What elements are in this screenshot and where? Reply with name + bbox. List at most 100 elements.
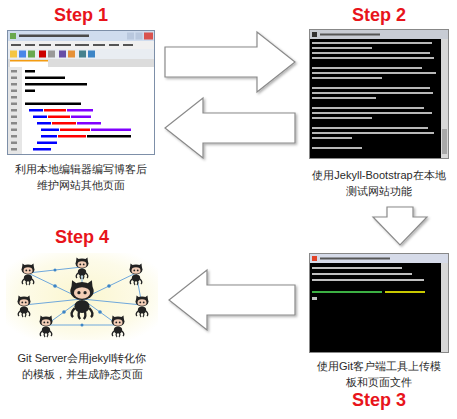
octocat-network-picture — [6, 253, 158, 340]
window-button — [136, 33, 143, 40]
illustration-part — [62, 310, 66, 314]
tab-highlight — [10, 60, 48, 62]
illustration-part — [46, 325, 118, 326]
window-button — [144, 33, 153, 40]
illustration-part — [28, 267, 82, 273]
tool-icon — [79, 51, 86, 58]
illustration-part — [312, 147, 362, 149]
illustration-part — [82, 299, 142, 305]
editor-screenshot — [8, 31, 155, 155]
illustration-part — [29, 109, 43, 112]
illustration-part — [312, 107, 424, 109]
illustration-part — [312, 127, 428, 129]
illustration-part — [11, 129, 17, 132]
window-frame — [8, 31, 155, 155]
illustration-part — [98, 310, 102, 314]
app-icon — [312, 256, 317, 261]
illustration-part — [25, 90, 35, 93]
menu-item — [109, 44, 119, 46]
screenshot-slot — [309, 29, 449, 159]
illustration-part — [11, 77, 17, 80]
menu-bar — [8, 41, 154, 49]
window-button — [127, 33, 134, 40]
illustration-part — [91, 129, 131, 132]
illustration-part — [385, 291, 425, 293]
illustration-part — [312, 77, 382, 79]
illustration-part — [24, 299, 82, 305]
illustration-part — [81, 324, 84, 327]
illustration-part — [312, 297, 317, 300]
code-lines — [11, 70, 131, 151]
illustration-part — [70, 280, 93, 319]
illustration-part — [53, 284, 57, 288]
illustration-part — [312, 42, 432, 44]
illustration-part — [312, 267, 402, 269]
network-dots — [53, 269, 111, 327]
illustration-part — [25, 70, 35, 73]
illustration-part — [25, 103, 81, 106]
illustration-part — [11, 83, 17, 86]
app-icon — [10, 33, 16, 39]
illustration-part — [71, 116, 91, 119]
illustration-part — [11, 70, 17, 73]
console-lines — [312, 42, 436, 149]
illustration-part — [11, 103, 17, 106]
block-arrow — [165, 98, 295, 158]
title-bar-text — [320, 258, 390, 260]
illustration-part — [87, 135, 131, 138]
tool-icon — [19, 51, 26, 58]
illustration-part — [11, 96, 17, 99]
network-lines — [24, 267, 142, 325]
git-console-screenshot — [310, 254, 449, 353]
illustration-part — [41, 129, 59, 132]
illustration-part — [54, 269, 57, 272]
tool-icon — [48, 51, 55, 58]
illustration-part — [33, 148, 51, 151]
illustration-part — [112, 316, 125, 338]
illustration-part — [41, 135, 57, 138]
tool-bar — [8, 49, 154, 59]
step-panel: Step 1利用本地编辑器编写博客后 维护网站其他页面 — [5, 3, 157, 193]
step-caption: 利用本地编辑器编写博客后 维护网站其他页面 — [5, 161, 157, 193]
illustration-part — [312, 47, 372, 49]
title-bar — [310, 254, 448, 263]
illustration-part — [48, 116, 70, 119]
screenshot-slot — [309, 253, 449, 353]
illustration-part — [312, 117, 372, 119]
menu-item — [11, 44, 21, 46]
menu-item — [75, 44, 89, 46]
illustration-part — [312, 112, 432, 114]
window-frame — [310, 30, 449, 159]
illustration-part — [312, 279, 424, 281]
illustration-part — [312, 132, 434, 134]
editor-area — [22, 67, 154, 154]
illustration-part — [11, 122, 17, 125]
illustration-part — [11, 142, 17, 145]
illustration-part — [11, 109, 17, 112]
step-heading: Step 3 — [352, 390, 406, 410]
tool-icon — [28, 51, 35, 58]
step-panel: Step 2使用Jekyll-Bootstrap在本地 测试网站功能 — [303, 3, 455, 199]
step-caption: Git Server会用jekyll转化你 的模板，并生成静态页面 — [3, 350, 161, 382]
tool-icon — [68, 51, 75, 58]
illustration-part — [312, 67, 422, 69]
block-arrow — [169, 270, 295, 330]
step-panel: Step 4Git Server会用jekyll转化你 的模板，并生成静态页面 — [3, 225, 161, 382]
menu-item — [123, 44, 133, 46]
illustration-part — [33, 116, 47, 119]
step-caption: 使用Git客户端工具上传模 板和页面文件 — [303, 358, 455, 390]
illustration-part — [37, 142, 57, 145]
illustration-part — [11, 135, 17, 138]
illustration-part — [40, 316, 53, 338]
illustration-part — [312, 57, 434, 59]
menu-item — [25, 44, 35, 46]
step-panel: 使用Git客户端工具上传模 板和页面文件Step 3 — [303, 253, 455, 410]
scroll-bar — [441, 263, 448, 352]
line-gutter — [8, 67, 22, 154]
window-frame — [310, 254, 449, 353]
illustration-part — [312, 291, 382, 293]
tool-icon — [59, 51, 66, 58]
title-bar-text — [19, 35, 89, 38]
step-caption: 使用Jekyll-Bootstrap在本地 测试网站功能 — [303, 167, 455, 199]
